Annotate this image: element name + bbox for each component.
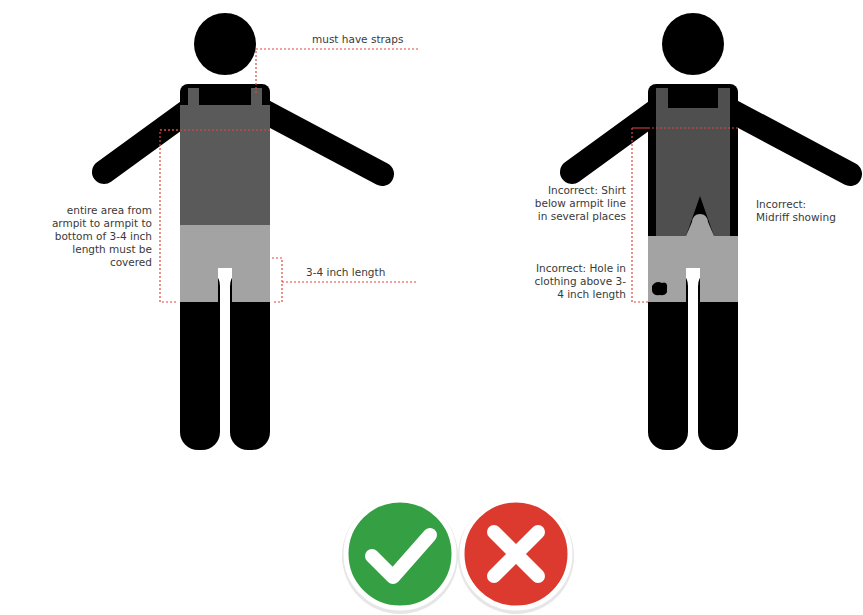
head [194, 13, 256, 75]
check-mark [372, 535, 430, 577]
arm [726, 108, 850, 174]
callout-note: must have straps [312, 33, 422, 46]
bracket [160, 130, 178, 302]
shorts [180, 225, 270, 302]
hole [652, 282, 667, 295]
leader-line [632, 127, 738, 128]
dimension-label: 3-4 inch length [306, 266, 416, 279]
check-circle [346, 500, 454, 608]
cross-mark [494, 532, 538, 576]
head [662, 13, 724, 75]
arm [104, 108, 192, 172]
shorts [648, 214, 738, 302]
leader-line [256, 49, 418, 93]
correct-icon [342, 498, 458, 614]
cross-circle [462, 500, 570, 608]
arm [572, 108, 660, 172]
leader-line [160, 129, 270, 130]
arm [258, 108, 382, 174]
shirt [656, 88, 730, 236]
leader-lines [160, 49, 418, 302]
icon-shadow [458, 498, 574, 614]
icon-shadow [342, 498, 458, 614]
error-note: Incorrect: Midriff showing [756, 198, 838, 224]
error-note: Incorrect: Hole in clothing above 3-4 in… [528, 262, 626, 301]
shirt [180, 105, 270, 225]
incorrect-figure [572, 13, 850, 450]
incorrect-icon [458, 498, 574, 614]
bracket [272, 258, 282, 302]
error-note: Incorrect: Shirt below armpit line in se… [528, 184, 626, 223]
leader-line [282, 281, 418, 282]
bracket [632, 128, 648, 302]
leader-lines [632, 128, 738, 302]
callout-note: entire area from armpit to armpit to bot… [40, 204, 152, 269]
